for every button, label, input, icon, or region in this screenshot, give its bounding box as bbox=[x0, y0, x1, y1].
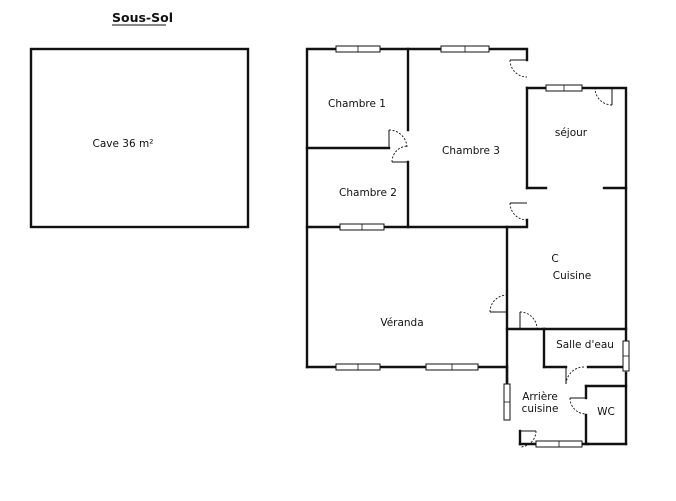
room-label-chambre-3: Chambre 3 bbox=[442, 145, 500, 157]
cuisine-symbol: C bbox=[551, 253, 558, 265]
room-label-arriere-cuisine: cuisine bbox=[522, 403, 559, 415]
room-label-cave: Cave 36 m² bbox=[93, 138, 154, 150]
interior-walls bbox=[305, 47, 628, 446]
room-label-sejour: séjour bbox=[555, 127, 588, 139]
windows bbox=[335, 45, 630, 448]
cave-outline bbox=[29, 47, 250, 229]
room-label-chambre-2: Chambre 2 bbox=[339, 187, 397, 199]
room-label-salle-deau: Salle d'eau bbox=[556, 339, 614, 351]
room-label-arriere: Arrière bbox=[522, 391, 558, 403]
plan-title: Sous-Sol bbox=[112, 10, 173, 25]
room-label-chambre-1: Chambre 1 bbox=[328, 98, 386, 110]
room-label-cuisine: Cuisine bbox=[553, 270, 591, 282]
room-label-wc: WC bbox=[597, 406, 615, 418]
door-swings bbox=[388, 59, 613, 448]
room-label-veranda: Véranda bbox=[380, 317, 423, 329]
